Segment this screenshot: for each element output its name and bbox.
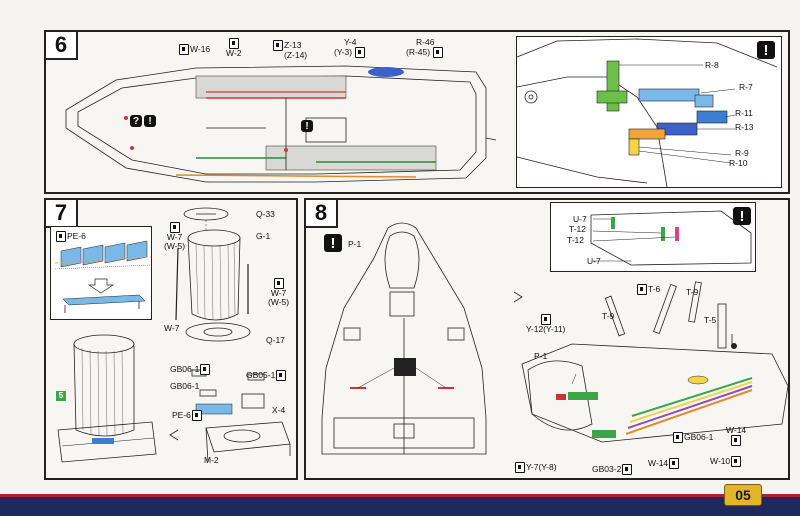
- part-label: T-12: [567, 235, 585, 245]
- part-label: U-7: [587, 256, 601, 266]
- part-label: W-7(W-5): [164, 222, 185, 251]
- step-6-detail-inset: ! R-8: [516, 36, 782, 188]
- part-icon: [228, 38, 239, 49]
- step-6-panel: 6 ? ! ! W-16 W-2 Z-13: [44, 30, 790, 194]
- part-label: Q-33: [256, 209, 275, 219]
- part-label: W-16: [178, 44, 210, 55]
- step-6-number: 6: [46, 32, 78, 60]
- warning-icon: !: [733, 207, 751, 225]
- part-label: R-13: [735, 122, 754, 132]
- part-icon: [56, 231, 66, 242]
- part-label: PE-6: [172, 410, 203, 421]
- arrow-right-icon: [513, 291, 523, 303]
- part-label: Y-12(Y-11): [526, 314, 565, 334]
- part-label: GB06-1: [170, 381, 200, 391]
- part-label: T-12: [569, 224, 587, 234]
- part-label: Q-17: [266, 335, 285, 345]
- part-icon: [355, 47, 366, 58]
- page-number: 05: [724, 484, 762, 506]
- part-label: T-9: [686, 287, 699, 297]
- step-7-number: 7: [46, 200, 78, 228]
- part-label: X-4: [272, 405, 286, 415]
- part-label: W-14: [726, 426, 746, 446]
- question-warning-icon: ?: [130, 115, 142, 127]
- warning-icon: !: [144, 115, 156, 127]
- part-icon: [273, 278, 284, 289]
- part-label: T-9: [602, 311, 615, 321]
- part-icon: [273, 40, 283, 51]
- footer-band: [0, 497, 800, 516]
- part-label: R-11: [735, 108, 753, 118]
- part-icon: [669, 458, 680, 469]
- step-8-panel: 8 ! P-1 !: [304, 198, 790, 480]
- part-label: GB06-1: [672, 432, 713, 443]
- pe6-fold-diagram: [54, 240, 152, 313]
- step-8-number: 8: [306, 200, 338, 228]
- part-label: W-7(W-5): [268, 278, 289, 307]
- part-label: U-7: [573, 214, 587, 224]
- part-label: W-10: [710, 456, 742, 467]
- part-label: W-14: [648, 458, 680, 469]
- footer-stripe: [0, 494, 800, 497]
- part-label: P-1: [534, 351, 548, 361]
- part-icon: [433, 47, 444, 58]
- railing-detail: [590, 210, 752, 266]
- arrow-left-icon: [169, 429, 179, 441]
- part-label: W-7: [164, 323, 180, 333]
- bow-deck-view: [321, 222, 487, 455]
- part-label: R-7: [739, 82, 753, 92]
- pe6-detail-inset: PE-6: [50, 226, 152, 320]
- part-label: Z-13(Z-14): [272, 40, 307, 60]
- part-icon: [731, 456, 742, 467]
- sub-step-badge: 5: [56, 391, 66, 401]
- part-label: P-1: [348, 239, 362, 249]
- part-icon: [169, 222, 180, 233]
- warning-icon: !: [757, 41, 775, 59]
- part-icon: [622, 464, 633, 475]
- part-label: T-6: [636, 284, 660, 295]
- hull-assembly-view: [521, 281, 789, 443]
- part-label: GB05-1: [246, 370, 287, 381]
- funnel-exploded-view: [175, 207, 251, 342]
- part-label: T-5: [704, 315, 717, 325]
- step-8-detail-inset: ! U-7 T-12 T-12 U-7: [550, 202, 756, 272]
- part-label: R-8: [705, 60, 719, 70]
- warning-icon: !: [324, 234, 342, 252]
- part-icon: [191, 410, 202, 421]
- part-label: Y-7(Y-8): [514, 462, 557, 473]
- part-label: M-2: [204, 455, 219, 465]
- deck-planking-top: [195, 75, 437, 171]
- part-label: PE-6: [55, 231, 86, 242]
- part-label: R-9: [735, 148, 749, 158]
- part-icon: [200, 364, 211, 375]
- superstructure-detail: [516, 38, 778, 188]
- part-icon: [540, 314, 551, 325]
- part-label: GB03-2: [592, 464, 633, 475]
- funnel-assembled-view: [57, 334, 157, 463]
- part-icon: [515, 462, 525, 473]
- part-icon: [673, 432, 683, 443]
- part-label: Y-4(Y-3): [334, 38, 366, 58]
- part-label: R-46(R-45): [406, 38, 444, 58]
- part-label: G-1: [256, 231, 271, 241]
- part-label: W-2: [226, 38, 241, 58]
- part-icon: [179, 44, 189, 55]
- funnel-base-parts: [191, 369, 291, 463]
- warning-icon: !: [301, 120, 313, 132]
- part-label: R-10: [729, 158, 748, 168]
- part-icon: [637, 284, 647, 295]
- part-icon: [731, 435, 742, 446]
- part-icon: [276, 370, 287, 381]
- part-label: GB06-1: [170, 364, 211, 375]
- deck-top-view: [65, 65, 497, 183]
- step-7-panel: 7 PE-6: [44, 198, 298, 480]
